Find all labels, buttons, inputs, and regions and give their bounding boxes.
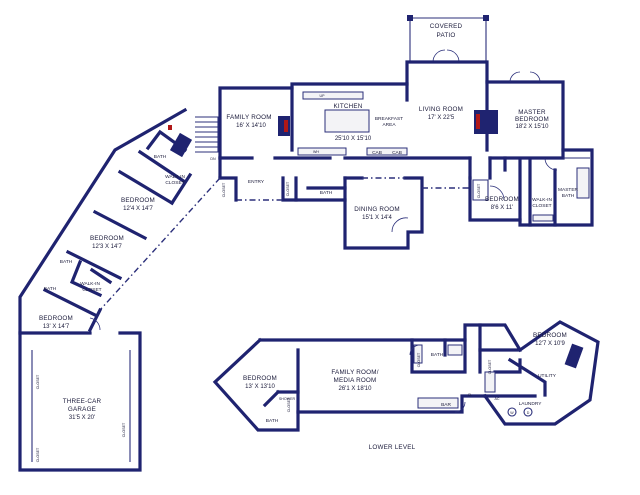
master-walkin-label-1: WALK-IN bbox=[532, 197, 552, 203]
main-level-center: UP WH CAB CAB bbox=[218, 60, 594, 227]
living-room-dims: 17' X 22'5 bbox=[428, 115, 455, 121]
master-walkin-label-2: CLOSET bbox=[532, 203, 551, 209]
walkin-label-3: WALK-IN bbox=[80, 281, 100, 287]
lower-closet-label-2: CLOSET bbox=[417, 352, 421, 367]
utility-label: UTILITY bbox=[538, 373, 557, 379]
garage-closet-label-3: CLOSET bbox=[122, 422, 126, 437]
bedroom-3-label: BEDROOM bbox=[39, 315, 73, 322]
dining-entry bbox=[236, 176, 470, 250]
media-room-label-2: MEDIA ROOM bbox=[334, 377, 377, 384]
bedroom-2-label: BEDROOM bbox=[90, 235, 124, 242]
stair-closet-label: CLOSET bbox=[222, 182, 226, 197]
master-bedroom-dims: 18'2 X 15'10 bbox=[516, 124, 550, 130]
left-wing-bath-label-2: BATH bbox=[60, 259, 73, 265]
kitchen-label: KITCHEN bbox=[333, 103, 362, 110]
kitchen-dims: 25'10 X 15'10 bbox=[335, 136, 372, 142]
bedroom-right-closet-label: CLOSET bbox=[477, 183, 481, 198]
garage-label-1: THREE-CAR bbox=[63, 398, 102, 405]
cl-label: CL bbox=[468, 393, 473, 397]
lower-bath-left-label: BATH bbox=[266, 418, 279, 424]
entry-closet-label: CLOSET bbox=[286, 181, 290, 196]
cab-label-1: CAB bbox=[372, 150, 382, 156]
breakfast-area-label-2: AREA bbox=[382, 122, 396, 128]
breakfast-area-label-1: BREAKFAST bbox=[375, 116, 403, 122]
stair-dn-label: DN bbox=[210, 157, 216, 161]
ac-label: AC bbox=[495, 397, 500, 401]
master-bath-label-1: MASTER bbox=[558, 187, 579, 193]
lower-closet-label-1: CLOSET bbox=[287, 397, 291, 412]
shower-label: SHOWER bbox=[279, 397, 296, 401]
bedroom-right-dims: 8'6 X 11' bbox=[491, 205, 514, 211]
laundry-label: LAUNDRY bbox=[519, 401, 543, 407]
left-wing-bath-label-1: BATH bbox=[154, 154, 167, 160]
bedroom-1-dims: 12'4 X 14'7 bbox=[123, 206, 153, 212]
dining-room-label: DINING ROOM bbox=[354, 206, 400, 213]
dining-room-dims: 15'1 X 14'4 bbox=[362, 215, 392, 221]
walkin-label-1: WALK-IN bbox=[165, 174, 185, 180]
lower-bath-label: BATH bbox=[431, 352, 444, 358]
bedroom-3-dims: 13' X 14'7 bbox=[43, 324, 70, 330]
bedroom-right-label: BEDROOM bbox=[485, 196, 519, 203]
kitchen-wh-label: WH bbox=[313, 150, 319, 154]
covered-patio-label-1: COVERED bbox=[430, 23, 463, 30]
bedroom-2-dims: 12'3 X 14'7 bbox=[92, 244, 122, 250]
lower-bedroom-right-dims: 12'7 X 10'9 bbox=[535, 341, 565, 347]
media-room-label-1: FAMILY ROOM/ bbox=[331, 369, 378, 376]
lower-bedroom-left-dims: 13' X 13'10 bbox=[245, 384, 275, 390]
master-bath-label-2: BATH bbox=[562, 193, 575, 199]
lower-level bbox=[212, 320, 600, 432]
cab-label-2: CAB bbox=[392, 150, 402, 156]
dryer-label: D bbox=[527, 411, 530, 415]
lower-bedroom-left-label: BEDROOM bbox=[243, 375, 277, 382]
bar-label: BAR bbox=[441, 402, 451, 408]
walkin-label-4: CLOSET bbox=[82, 287, 101, 293]
washer-label: W bbox=[510, 411, 514, 415]
walkin-label-2: CLOSET bbox=[165, 180, 184, 186]
covered-patio-label-2: PATIO bbox=[437, 32, 456, 39]
bedroom-1-label: BEDROOM bbox=[121, 197, 155, 204]
family-room-label: FAMILY ROOM bbox=[226, 114, 271, 121]
left-wing-bath-label-3: BATH bbox=[44, 286, 57, 292]
family-room-dims: 16' X 14'10 bbox=[236, 123, 266, 129]
garage-dims: 31'5 X 20' bbox=[69, 415, 95, 421]
lower-closet-label-3: CLOSET bbox=[488, 359, 492, 374]
left-wing bbox=[18, 107, 238, 472]
media-room-dims: 26'1 X 18'10 bbox=[339, 386, 373, 392]
garage-closet-label-2: CLOSET bbox=[36, 447, 40, 462]
living-room-label: LIVING ROOM bbox=[419, 106, 463, 113]
lower-level-label: LOWER LEVEL bbox=[369, 444, 416, 451]
entry-label: ENTRY bbox=[248, 179, 265, 185]
covered-patio: COVERED PATIO bbox=[407, 15, 489, 63]
kitchen-up-label: UP bbox=[320, 94, 326, 98]
garage-closet-label-1: CLOSET bbox=[36, 374, 40, 389]
garage-label-2: GARAGE bbox=[68, 406, 96, 413]
master-bedroom-label-1: MASTER bbox=[518, 109, 546, 116]
entry-bath-label: BATH bbox=[320, 190, 333, 196]
master-bedroom-label-2: BEDROOM bbox=[515, 116, 549, 123]
lower-bedroom-right-label: BEDROOM bbox=[533, 332, 567, 339]
